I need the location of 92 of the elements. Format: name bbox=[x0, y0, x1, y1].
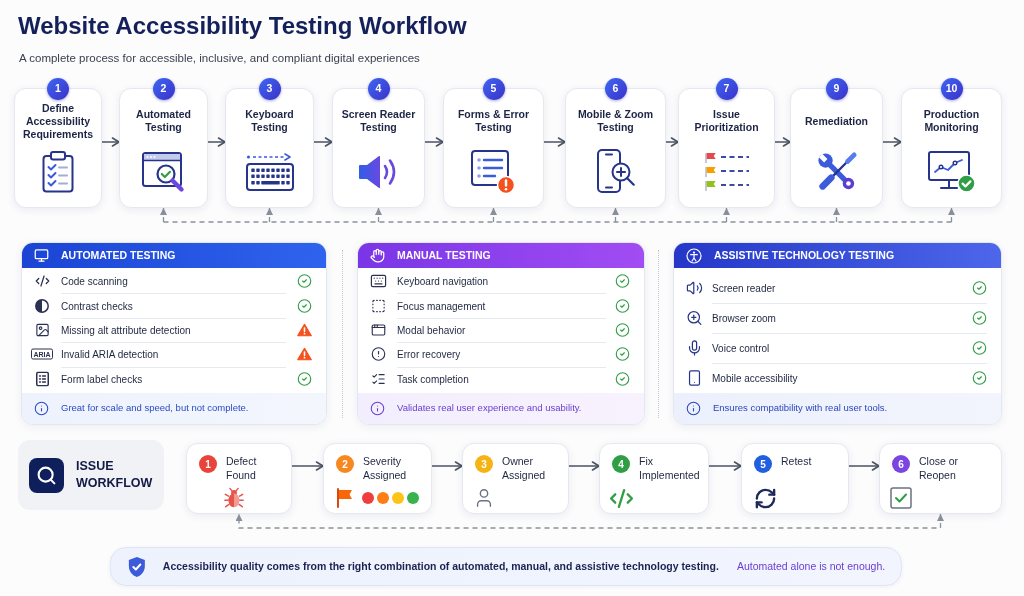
arrow bbox=[708, 461, 742, 471]
summary-banner bbox=[109, 547, 903, 586]
arrow bbox=[291, 461, 324, 471]
arrow bbox=[424, 137, 444, 147]
step-title: Screen Reader Testing bbox=[340, 108, 417, 134]
panel-heading: AUTOMATED TESTING bbox=[61, 247, 176, 263]
dashed-arrow bbox=[235, 513, 944, 529]
checklist-item: Error recovery bbox=[397, 347, 461, 361]
arrow bbox=[543, 137, 566, 147]
step-number-badge: 1 bbox=[47, 78, 69, 100]
checklist-item: Code scanning bbox=[61, 274, 128, 288]
arrow bbox=[101, 137, 120, 147]
panel-note-band bbox=[358, 393, 644, 424]
issue-step-card bbox=[323, 443, 432, 514]
step-title: Issue Prioritization bbox=[693, 108, 760, 134]
checklist-item: Task completion bbox=[397, 372, 469, 386]
checklist-item: Mobile accessibility bbox=[712, 371, 798, 385]
checklist-item: Contrast checks bbox=[61, 299, 133, 313]
arrow bbox=[431, 461, 463, 471]
checklist-item: Browser zoom bbox=[712, 311, 776, 325]
step-title: Remediation bbox=[805, 114, 868, 128]
step-title: Close or Reopen bbox=[919, 455, 960, 482]
arrow bbox=[665, 137, 679, 147]
step-number-badge: 3 bbox=[258, 78, 281, 100]
issue-step-card bbox=[879, 443, 1002, 514]
section-label-card bbox=[18, 440, 164, 510]
dashed-arrow bbox=[160, 207, 167, 223]
step-title: Owner Assigned bbox=[502, 455, 547, 482]
step-number-badge: 6 bbox=[892, 455, 910, 473]
step-title: Mobile & Zoom Testing bbox=[576, 108, 655, 134]
checklist-item: Screen reader bbox=[712, 281, 776, 295]
step-title: Retest bbox=[781, 455, 813, 469]
step-title: Define Accessibility Requirements bbox=[22, 101, 94, 141]
step-number-badge: 10 bbox=[940, 78, 963, 100]
checklist-panel bbox=[673, 242, 1002, 425]
checklist-item: Form label checks bbox=[61, 372, 143, 386]
arrow bbox=[774, 137, 791, 147]
issue-step-card bbox=[186, 443, 292, 514]
panel-note: Ensures compatibility with real user tools. bbox=[713, 401, 888, 416]
step-title: Forms & Error Testing bbox=[456, 108, 531, 134]
step-number-badge: 4 bbox=[612, 455, 630, 473]
subtitle: A complete process for accessible, inclusive, and compliant digital experiences bbox=[19, 51, 420, 65]
arrow bbox=[207, 137, 226, 147]
checklist-panel bbox=[21, 242, 327, 425]
checklist-item: Voice control bbox=[712, 341, 770, 355]
dashed-arrow bbox=[490, 207, 497, 223]
issue-step-card bbox=[462, 443, 569, 514]
dashed-connector bbox=[162, 221, 953, 223]
dashed-arrow bbox=[833, 207, 840, 223]
panel-note-band bbox=[22, 393, 326, 424]
step-number-badge: 4 bbox=[367, 78, 390, 100]
dashed-arrow bbox=[375, 207, 382, 223]
step-title: Automated Testing bbox=[135, 108, 192, 134]
checklist-item: Focus management bbox=[397, 299, 486, 313]
step-title: Fix Implemented bbox=[639, 455, 701, 482]
checklist-item: Modal behavior bbox=[397, 323, 466, 337]
step-number-badge: 7 bbox=[715, 78, 738, 100]
issue-step-card bbox=[599, 443, 709, 514]
panel-heading: MANUAL TESTING bbox=[397, 247, 491, 263]
step-number-badge: 5 bbox=[482, 78, 505, 100]
summary-emphasis: Automated alone is not enough. bbox=[736, 558, 886, 574]
checklist-item: Missing alt attribute detection bbox=[61, 323, 191, 337]
step-title: Severity Assigned bbox=[363, 455, 408, 482]
panel-note-band bbox=[674, 393, 1001, 424]
checklist-panel bbox=[357, 242, 645, 425]
step-number-badge: 6 bbox=[604, 78, 627, 100]
page-title: Website Accessibility Testing Workflow bbox=[18, 11, 467, 41]
arrow bbox=[848, 461, 880, 471]
step-number-badge: 2 bbox=[152, 78, 175, 100]
step-number-badge: 1 bbox=[199, 455, 217, 473]
checklist-item: Keyboard navigation bbox=[397, 274, 489, 288]
panel-note: Validates real user experience and usability. bbox=[397, 401, 582, 416]
step-number-badge: 2 bbox=[336, 455, 354, 473]
step-number-badge: 5 bbox=[754, 455, 772, 473]
arrow bbox=[568, 461, 600, 471]
step-title: Production Monitoring bbox=[922, 108, 981, 134]
panel-note: Great for scale and speed, but not complete. bbox=[61, 401, 249, 416]
step-title: Defect Found bbox=[226, 455, 258, 482]
step-number-badge: 3 bbox=[475, 455, 493, 473]
step-title: Keyboard Testing bbox=[244, 108, 295, 134]
issue-step-card bbox=[741, 443, 849, 514]
checklist-item: Invalid ARIA detection bbox=[61, 347, 159, 361]
panel-heading: ASSISTIVE TECHNOLOGY TESTING bbox=[714, 247, 895, 263]
step-number-badge: 9 bbox=[825, 78, 848, 100]
dashed-arrow bbox=[266, 207, 273, 223]
dashed-arrow bbox=[948, 207, 955, 223]
dashed-arrow bbox=[612, 207, 619, 223]
arrow bbox=[313, 137, 333, 147]
dashed-arrow bbox=[723, 207, 730, 223]
arrow bbox=[882, 137, 902, 147]
summary-statement: Accessibility quality comes from the right combination of automated, manual, and assistive technology testing. bbox=[162, 558, 719, 574]
section-heading: ISSUE WORKFLOW bbox=[76, 458, 154, 492]
